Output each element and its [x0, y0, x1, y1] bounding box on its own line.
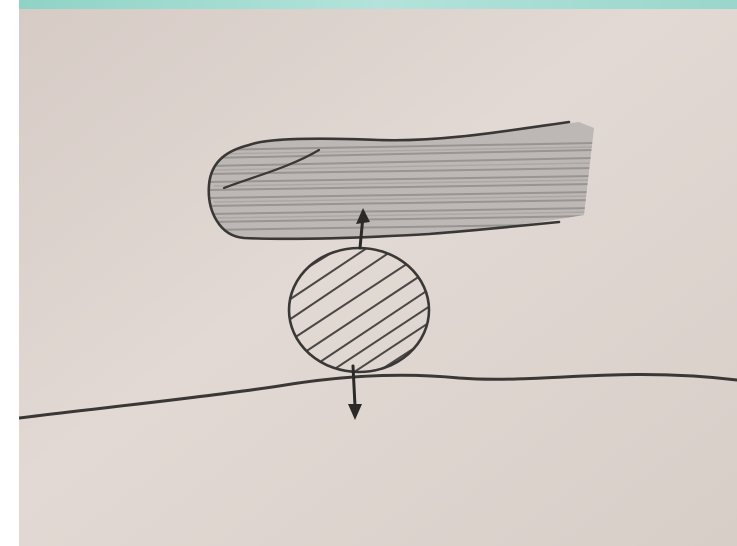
- sketch-svg: [19, 0, 737, 546]
- pencil-sketch-photo: [19, 0, 737, 546]
- paper-background: [19, 0, 737, 546]
- top-edge-strip: [19, 0, 737, 9]
